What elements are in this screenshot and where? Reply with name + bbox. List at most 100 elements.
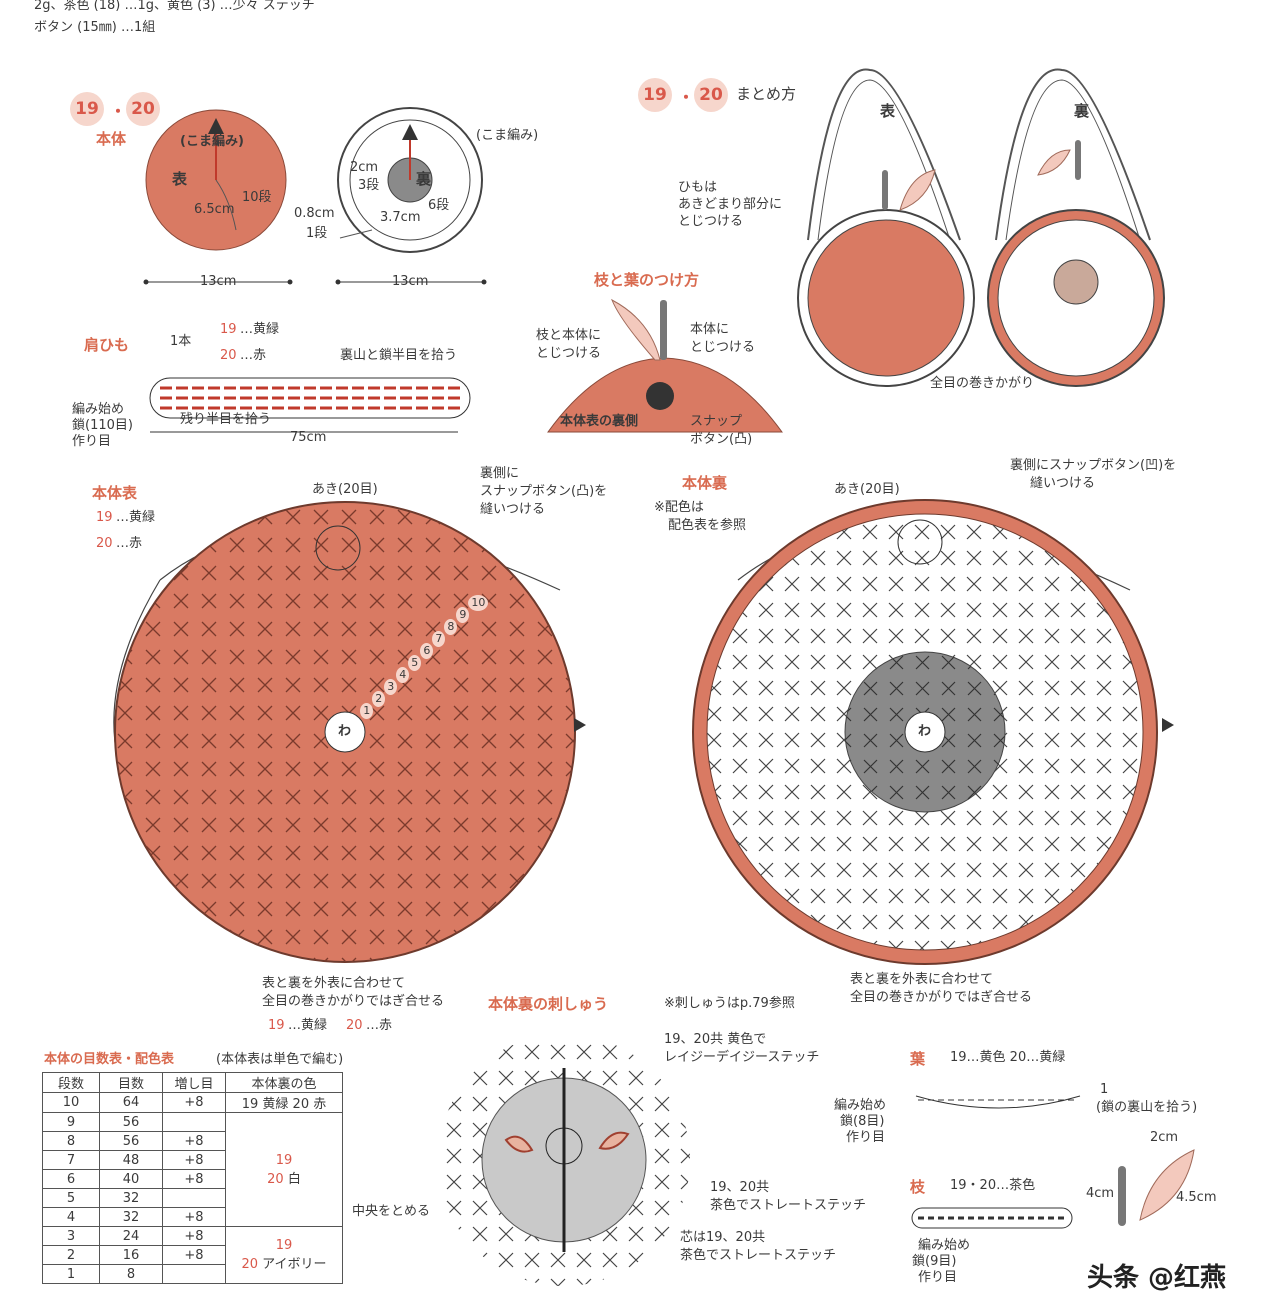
embroidery-straight-a2: 茶色でストレートステッチ	[710, 1198, 867, 1213]
row-number: 9	[42, 1112, 100, 1132]
leaf-title: 葉	[910, 1050, 926, 1068]
stitch-count: 24	[99, 1226, 163, 1246]
count-table-header-row: 段数 目数 増し目 本体裏の色	[42, 1072, 343, 1093]
increase	[162, 1112, 226, 1132]
assembly-number-19: 19	[638, 78, 672, 112]
stem-snap-2: ボタン(凸)	[690, 432, 753, 447]
embroidery-straight-b1: 芯は19、20共	[680, 1230, 766, 1245]
strap-start-3: 作り目	[72, 434, 112, 449]
front-chart-join-c19: 19	[268, 1018, 285, 1033]
leaf-pick-num: 1	[1100, 1082, 1109, 1097]
increase: +8	[162, 1150, 226, 1170]
embroidery-ref: ※刺しゅうはp.79参照	[664, 996, 795, 1011]
twig-chart	[911, 1149, 1195, 1229]
back-kome-label: (こま編み)	[476, 128, 539, 143]
front-chart-join-c20-text: …赤	[366, 1018, 393, 1033]
strap-note-3: とじつける	[678, 214, 744, 229]
row-mark: 4	[396, 666, 410, 683]
stitch-count: 32	[99, 1188, 163, 1208]
header-count: 目数	[99, 1072, 163, 1093]
white-color: 白	[287, 1171, 301, 1187]
pattern-number-19: 19	[70, 92, 104, 126]
strap-pickup-bottom: 残り半目を拾う	[180, 412, 272, 427]
pattern-number-20: 20	[126, 92, 160, 126]
front-chart-snap-2: スナップボタン(凸)を	[480, 484, 608, 499]
materials-line-2: ボタン (15㎜) …1組	[34, 20, 156, 35]
strap-length: 75cm	[290, 430, 327, 445]
front-chart-join-2: 全目の巻きかがりではぎ合せる	[262, 994, 445, 1009]
assembly-back-label: 裏	[1074, 102, 1090, 120]
white-num-20: 20	[267, 1171, 284, 1187]
back-inner-rows: 3段	[358, 178, 380, 193]
front-chart-c20: 20	[96, 536, 113, 551]
back-chart	[692, 499, 1174, 965]
stitch-count: 40	[99, 1169, 163, 1189]
strap-note-1: ひもは	[678, 180, 718, 195]
front-chart-c20-text: …赤	[116, 536, 143, 551]
row-mark: 5	[408, 654, 422, 671]
strap-start-1: 編み始め	[72, 402, 125, 417]
strap-count: 1本	[170, 334, 192, 349]
whip-stitch-label: 全目の巻きかがり	[930, 376, 1035, 391]
back-chart-note-1: ※配色は	[654, 500, 704, 515]
back-ring-size: 3.7cm	[380, 210, 421, 225]
stem-right-1: 本体に	[690, 322, 730, 337]
embroidery-straight-b2: 茶色でストレートステッチ	[680, 1248, 837, 1263]
embroidery-lazy-1: 19、20共 黄色で	[664, 1032, 767, 1047]
strap-c20-text: …赤	[240, 348, 267, 363]
twig-title: 枝	[910, 1178, 926, 1196]
row-mark: 8	[444, 618, 458, 635]
increase: +8	[162, 1169, 226, 1189]
leaf-start-2: 鎖(8目)	[840, 1114, 885, 1129]
row-number: 2	[42, 1245, 100, 1265]
row-mark: 1	[360, 702, 374, 719]
stem-right-2: とじつける	[690, 340, 756, 355]
front-chart-c19: 19	[96, 510, 113, 525]
row-mark: 7	[432, 630, 446, 647]
front-chart-join-c20: 20	[346, 1018, 363, 1033]
back-chart-join-1: 表と裏を外表に合わせて	[850, 972, 994, 987]
back-chart-opening: あき(20目)	[834, 482, 900, 497]
row-mark: 9	[456, 606, 470, 623]
twig-start-1: 編み始め	[918, 1238, 971, 1253]
embroidery-lazy-2: レイジーデイジーステッチ	[664, 1050, 820, 1065]
back-chart-join-2: 全目の巻きかがりではぎ合せる	[850, 990, 1033, 1005]
row-number: 10	[42, 1092, 100, 1113]
row-number: 6	[42, 1169, 100, 1189]
row-color: 19 黄緑 20 赤	[225, 1092, 343, 1113]
embroidery-center: 中央をとめる	[352, 1204, 431, 1219]
row-mark: 3	[384, 678, 398, 695]
stitch-count: 64	[99, 1092, 163, 1113]
ivory-color: アイボリー	[262, 1257, 327, 1272]
increase: +8	[162, 1131, 226, 1151]
stem-snap-1: スナップ	[690, 414, 743, 429]
stitch-count: 8	[99, 1264, 163, 1284]
increase	[162, 1264, 226, 1284]
back-chart-title: 本体裏	[682, 474, 728, 492]
stem-left-1: 枝と本体に	[536, 328, 602, 343]
width-dimension-lines	[143, 279, 487, 285]
header-increase: 増し目	[162, 1072, 226, 1093]
stem-inside-label: 本体表の裏側	[560, 414, 639, 429]
front-chart-join-1: 表と裏を外表に合わせて	[262, 976, 406, 991]
leaf-colors: 19…黄色 20…黄緑	[950, 1050, 1066, 1065]
white-num-19: 19	[275, 1152, 293, 1168]
count-table-title: 本体の目数表・配色表	[44, 1052, 175, 1067]
back-chart-snap-1: 裏側にスナップボタン(凹)を	[1010, 458, 1177, 473]
front-chart-title: 本体表	[92, 484, 138, 502]
front-chart-c19-text: …黄緑	[116, 510, 156, 525]
increase	[162, 1188, 226, 1208]
number-separator: ・	[110, 102, 127, 121]
stitch-count: 32	[99, 1207, 163, 1227]
ivory-num-20: 20	[241, 1257, 259, 1272]
stitch-count: 48	[99, 1150, 163, 1170]
stem-leaf-detail	[547, 298, 783, 433]
